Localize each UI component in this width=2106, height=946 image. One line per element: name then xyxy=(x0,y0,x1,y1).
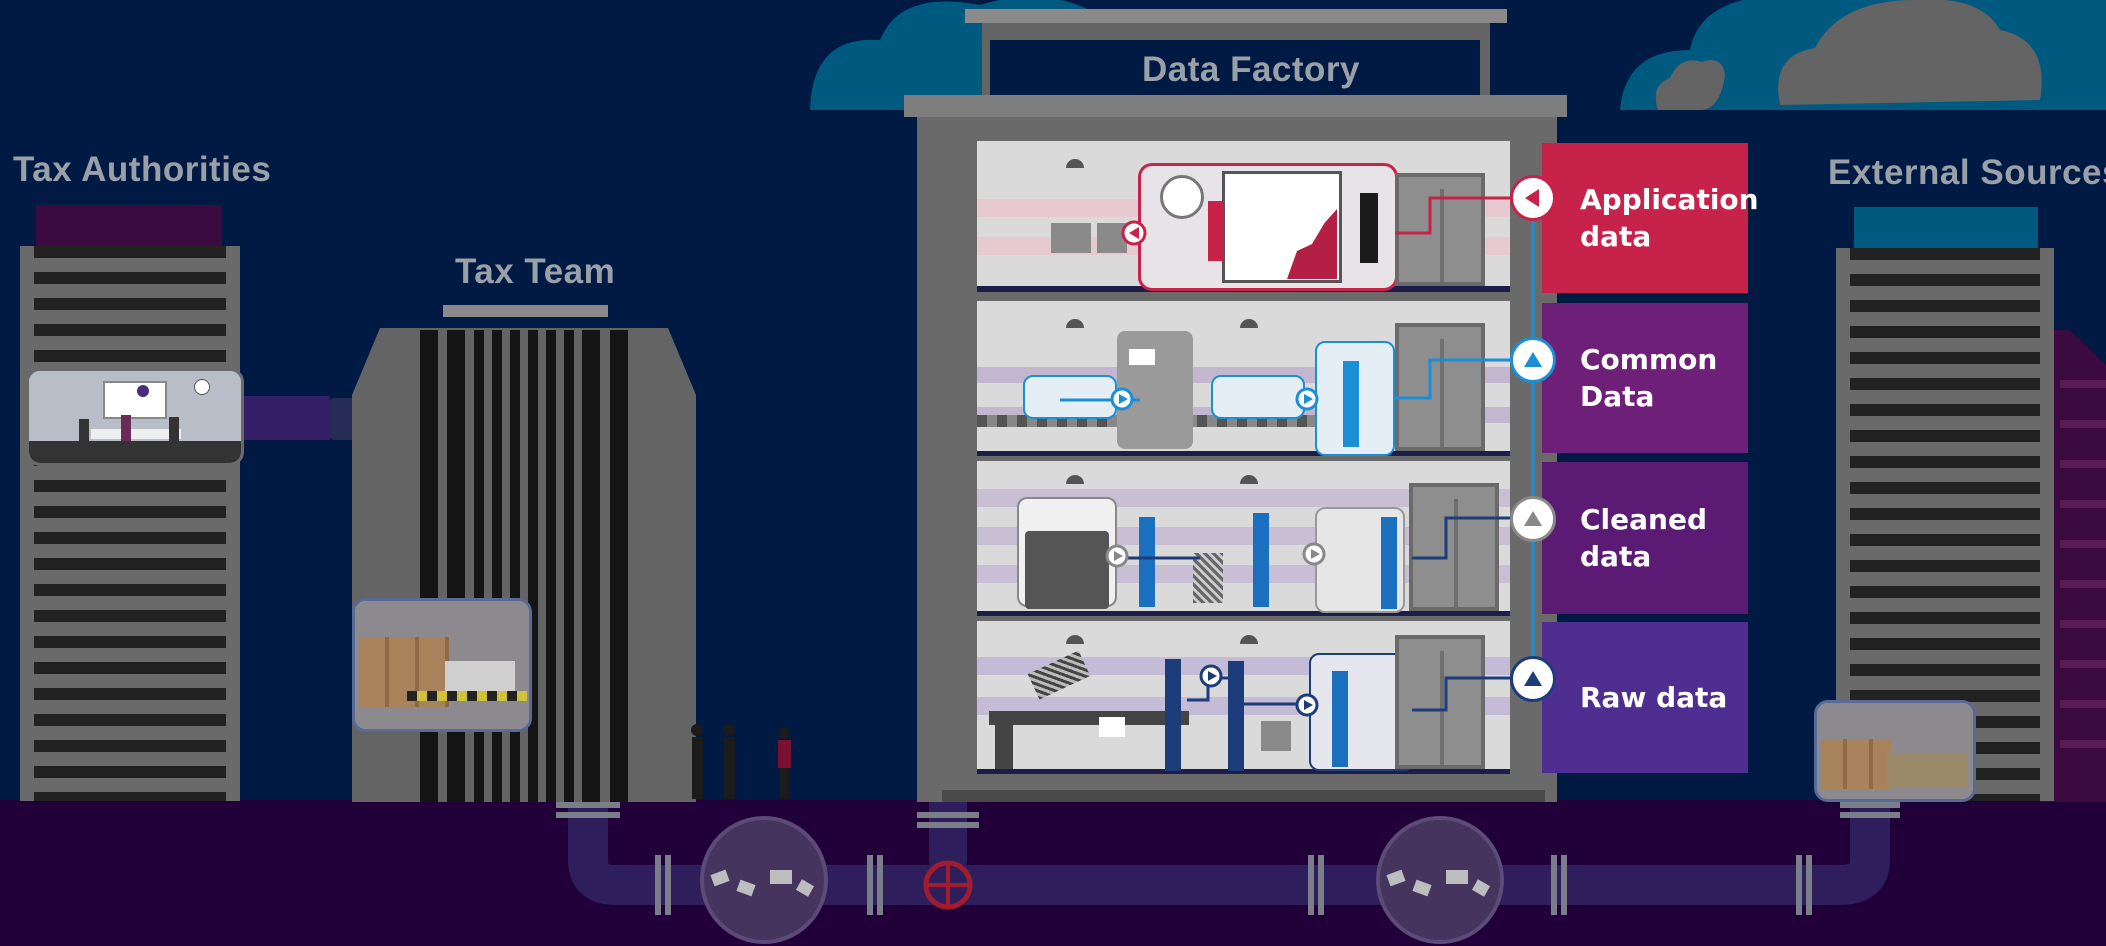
label-cleaned-data-text: Cleaned data xyxy=(1580,503,1707,573)
label-common-data[interactable]: Common Data xyxy=(1542,303,1748,453)
tax-authorities-building xyxy=(20,246,240,801)
label-application-data[interactable]: Application data xyxy=(1542,143,1759,293)
tax-team-title: Tax Team xyxy=(455,252,616,291)
application-data-badge[interactable] xyxy=(1510,175,1556,221)
arrow-up-icon xyxy=(1524,511,1542,526)
archive-window xyxy=(352,598,532,732)
external-sources-title: External Sources xyxy=(1828,153,2106,192)
factory-title: Data Factory xyxy=(1142,50,1361,89)
factory-ledge xyxy=(904,95,1567,117)
external-sources-roof xyxy=(1854,207,2038,249)
floor-application-data xyxy=(977,141,1510,292)
label-raw-data[interactable]: Raw data xyxy=(1542,622,1748,773)
label-cleaned-data[interactable]: Cleaned data xyxy=(1542,462,1748,614)
tax-authorities-title: Tax Authorities xyxy=(13,150,272,189)
floor-raw-data xyxy=(977,621,1510,774)
external-archive-window xyxy=(1814,700,1976,802)
arrow-up-icon xyxy=(1524,671,1542,686)
factory-base xyxy=(942,790,1545,802)
raw-data-badge[interactable] xyxy=(1510,656,1556,702)
floor-common-data xyxy=(977,301,1510,456)
tax-authorities-roof xyxy=(36,205,222,247)
arrow-up-icon xyxy=(1524,352,1542,367)
meeting-window xyxy=(26,368,244,466)
common-data-badge[interactable] xyxy=(1510,337,1556,383)
label-application-data-text: Application data xyxy=(1580,183,1759,253)
factory-sign xyxy=(990,40,1480,95)
cleaned-data-badge[interactable] xyxy=(1510,496,1556,542)
arrow-left-icon xyxy=(1525,189,1539,207)
floor-cleaned-data xyxy=(977,461,1510,616)
factory-cornice xyxy=(965,9,1507,23)
label-raw-data-text: Raw data xyxy=(1580,681,1728,714)
label-common-data-text: Common Data xyxy=(1580,343,1718,413)
